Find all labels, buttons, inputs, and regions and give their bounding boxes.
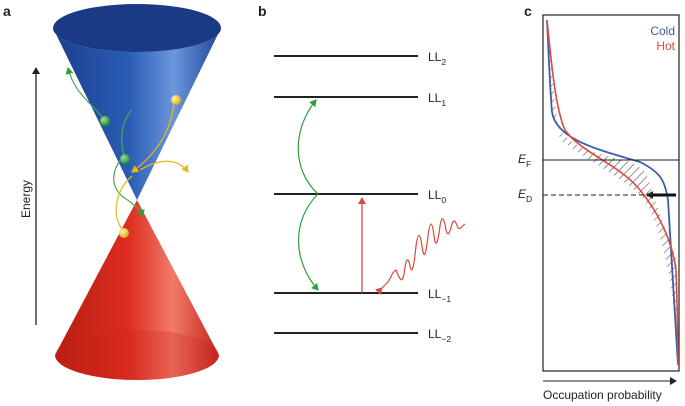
- plot-frame: [542, 14, 680, 372]
- yellow-electron: [119, 228, 129, 238]
- panel-a: a Energy: [3, 3, 221, 380]
- legend-hot: Hot: [656, 39, 675, 53]
- panel-b-label: b: [258, 3, 267, 19]
- photon-wave-packet: [374, 218, 466, 296]
- lower-dirac-cone: [55, 200, 219, 380]
- yellow-transition-arrow: [115, 175, 133, 233]
- green-transition-arrow: [113, 157, 145, 217]
- landau-level-label: LL2: [428, 50, 446, 67]
- green-transition-arrow: [298, 193, 319, 291]
- landau-level-label: LL−2: [428, 327, 451, 344]
- ef-label: EF: [518, 152, 531, 169]
- hatched-difference-region: [547, 20, 678, 365]
- panel-c-label: c: [524, 3, 532, 19]
- upper-dirac-cone: [53, 28, 221, 200]
- ed-label: ED: [518, 187, 532, 204]
- panel-b: b LL2 LL1 LL0 LL−1 LL−2: [258, 3, 466, 344]
- green-transition-arrow: [297, 99, 319, 195]
- cold-curve: [546, 19, 679, 366]
- green-electron: [120, 154, 130, 164]
- hot-curve: [546, 19, 679, 366]
- green-transition-arrow: [65, 67, 104, 119]
- landau-level-label: LL−1: [428, 287, 451, 304]
- occupation-axis-label: Occupation probability: [543, 388, 662, 402]
- panel-a-label: a: [3, 3, 11, 19]
- yellow-transition-arrow: [139, 160, 189, 173]
- lower-cone-base: [55, 330, 219, 380]
- green-electron: [100, 116, 110, 126]
- energy-axis-label: Energy: [19, 180, 33, 218]
- yellow-transition-arrow: [131, 100, 175, 173]
- yellow-electron: [171, 95, 181, 105]
- upper-cone-top: [53, 4, 221, 52]
- landau-level-label: LL1: [428, 91, 446, 108]
- landau-level-label: LL0: [428, 188, 446, 205]
- panel-c: c EF ED Cold Hot Occupation probability: [518, 3, 680, 402]
- legend-cold: Cold: [650, 24, 675, 38]
